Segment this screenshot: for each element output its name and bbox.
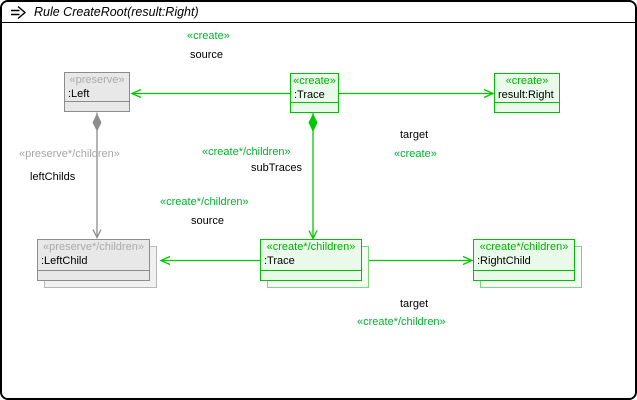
node-left-stereotype: «preserve» (69, 74, 125, 86)
edge-target-top-name-label[interactable]: target (400, 128, 429, 141)
edge-source-bottom-name-label[interactable]: source (191, 214, 225, 227)
rule-title-bar: Rule CreateRoot(result:Right) (2, 2, 635, 23)
edge-subtraces-stereotype-label[interactable]: «create*/children» (202, 145, 291, 158)
rule-title: Rule CreateRoot(result:Right) (34, 5, 199, 19)
node-trace-top-name: :Trace (294, 89, 325, 101)
edge-source-top[interactable] (130, 88, 290, 98)
node-left-attr-compartment (65, 101, 129, 111)
node-result-right[interactable]: «create» result:Right (494, 73, 560, 113)
node-left-child-stereotype: «preserve*/children» (43, 241, 144, 253)
edge-leftchilds-name-label[interactable]: leftChilds (30, 170, 76, 183)
node-left-child[interactable]: «preserve*/children» :LeftChild (37, 239, 157, 288)
edge-target-top-stereotype-label[interactable]: «create» (394, 147, 437, 160)
edge-subtraces-name-label[interactable]: subTraces (251, 161, 302, 174)
node-left-child-attr-compartment (38, 270, 149, 280)
edge-leftchilds[interactable] (92, 112, 102, 239)
edge-source-bottom-stereotype-label[interactable]: «create*/children» (160, 195, 249, 208)
diagram-canvas[interactable]: «preserve» :Left «create» :Trace «create… (2, 23, 635, 398)
edge-source-top-stereotype-label[interactable]: «create» (187, 29, 230, 42)
node-left[interactable]: «preserve» :Left (64, 72, 130, 112)
edge-target-bottom-name-label[interactable]: target (400, 297, 429, 310)
node-trace-bottom-stereotype: «create*/children» (266, 241, 356, 253)
node-result-right-attr-compartment (495, 102, 559, 112)
rule-double-arrow-icon (9, 4, 28, 21)
node-trace-bottom-name: :Trace (264, 255, 295, 267)
edge-target-bottom-stereotype-label[interactable]: «create*/children» (357, 315, 446, 328)
node-right-child-name: :RightChild (477, 255, 531, 267)
edge-target-top[interactable] (339, 88, 495, 98)
edge-source-bottom[interactable] (159, 255, 260, 265)
edge-subtraces[interactable] (308, 112, 318, 240)
edge-leftchilds-stereotype-label[interactable]: «preserve*/children» (19, 147, 120, 160)
node-trace-top-stereotype: «create» (293, 75, 336, 87)
node-left-name: :Left (68, 88, 90, 100)
node-right-child-attr-compartment (474, 270, 574, 280)
edge-target-bottom[interactable] (362, 255, 474, 265)
node-result-right-stereotype: «create» (505, 75, 549, 87)
node-left-child-name: :LeftChild (41, 255, 88, 267)
node-trace-top-attr-compartment (291, 102, 338, 112)
node-trace-bottom[interactable]: «create*/children» :Trace (260, 239, 369, 288)
node-result-right-name: result:Right (498, 89, 554, 101)
edge-source-top-name-label[interactable]: source (190, 48, 224, 61)
node-trace-top[interactable]: «create» :Trace (290, 73, 339, 113)
node-right-child[interactable]: «create*/children» :RightChild (473, 239, 582, 288)
node-right-child-stereotype: «create*/children» (479, 241, 569, 253)
node-trace-bottom-attr-compartment (261, 270, 361, 280)
